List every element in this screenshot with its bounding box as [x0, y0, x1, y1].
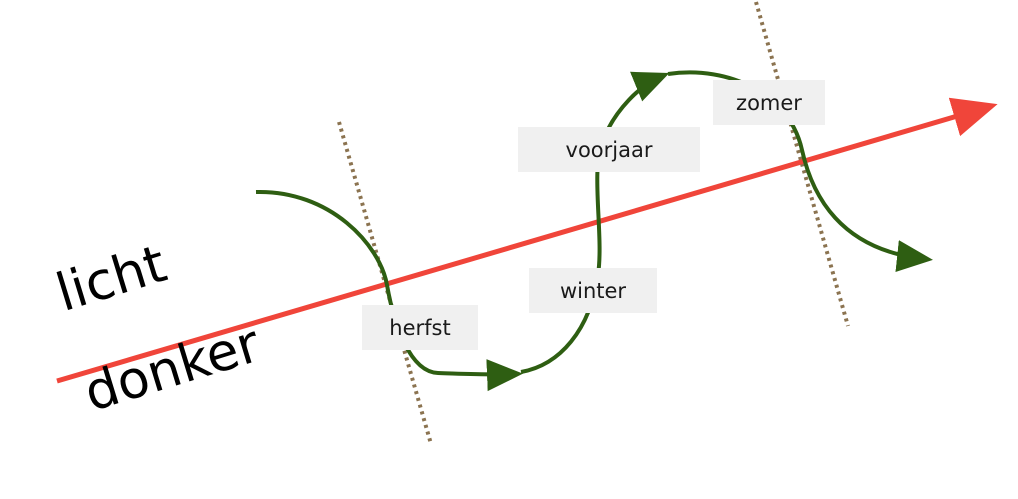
season-label-spring: voorjaar [518, 127, 700, 172]
season-label-winter: winter [529, 268, 657, 313]
season-label-autumn: herfst [362, 305, 478, 350]
cycle-curve-segment-3 [667, 70, 933, 272]
season-label-summer: zomer [713, 80, 825, 125]
cycle-curve-segment-2 [520, 71, 670, 374]
light-dark-axis-arrow [56, 97, 998, 384]
